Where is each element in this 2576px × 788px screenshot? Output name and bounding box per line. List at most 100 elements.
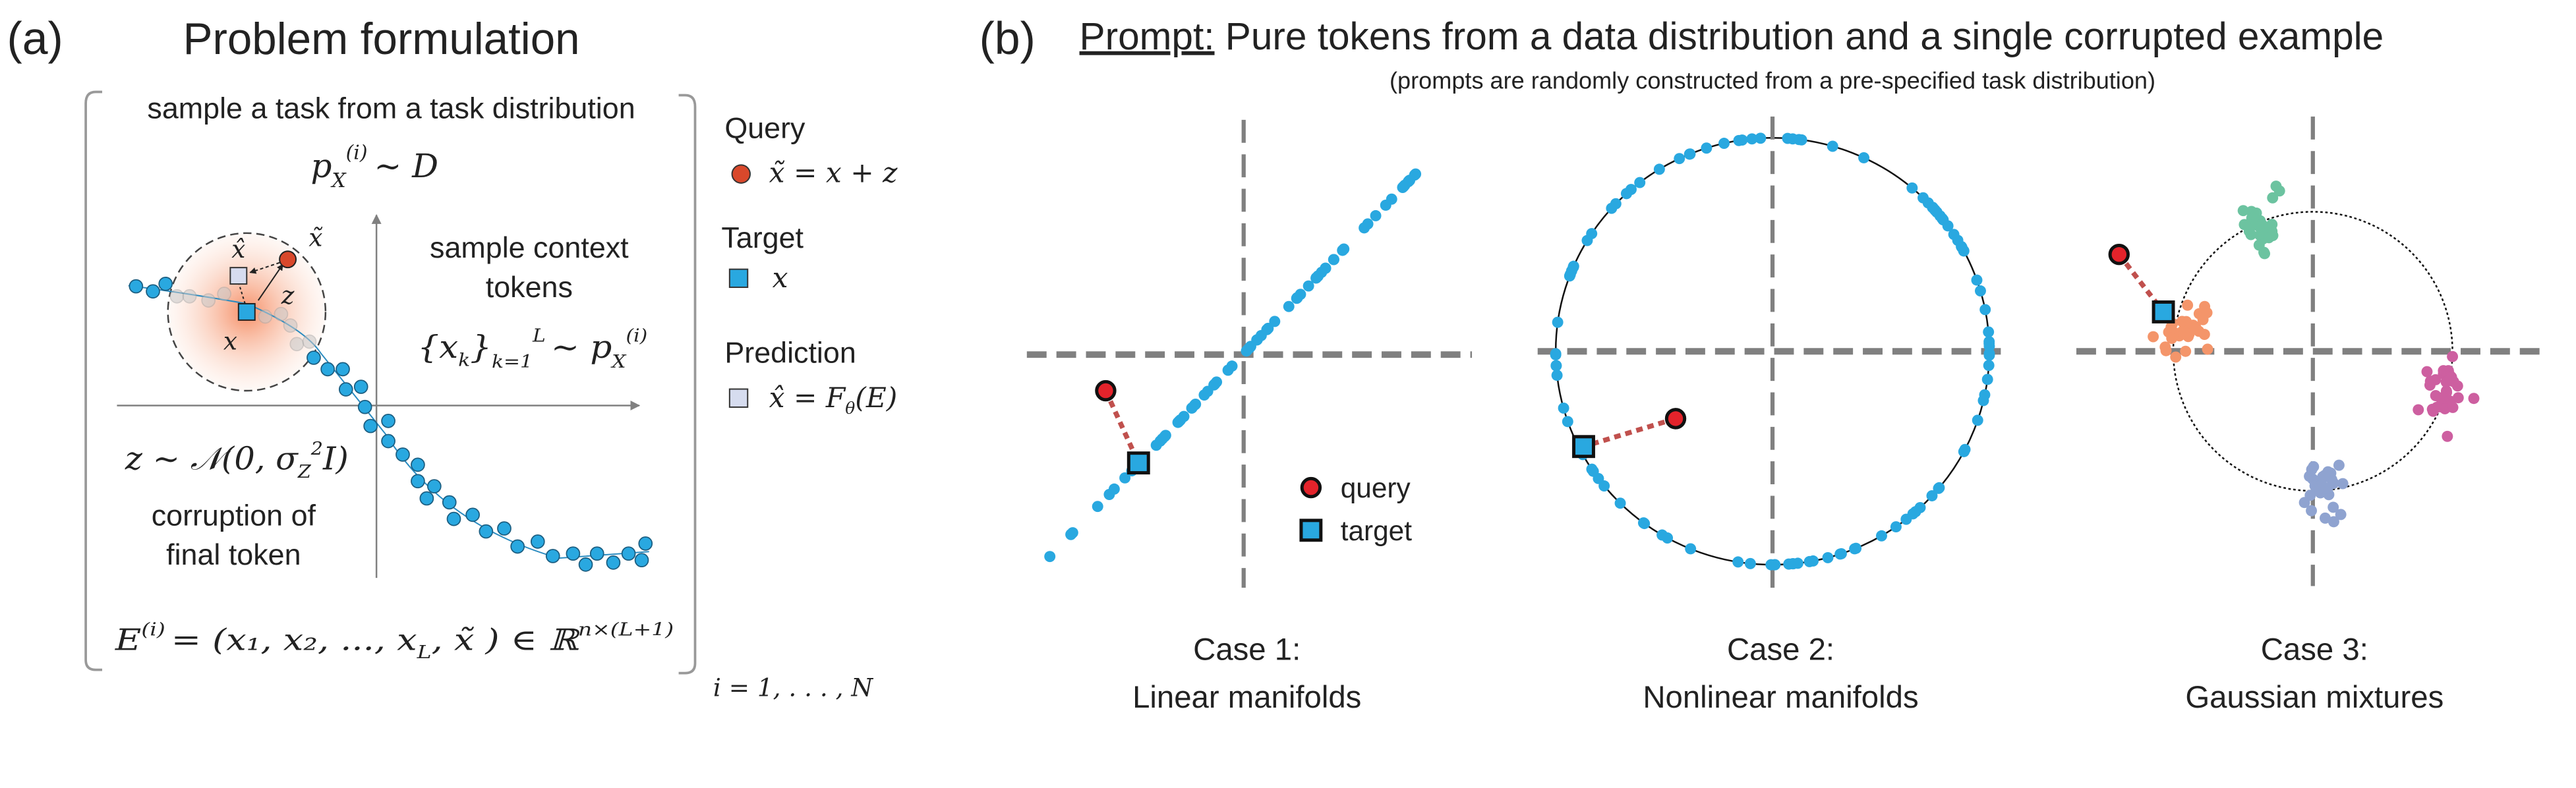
formula-sub: k <box>458 351 470 371</box>
token-dot <box>1370 210 1382 221</box>
formula-part: x̂ = F <box>769 381 846 414</box>
case-3-title: Case 3: <box>2261 633 2368 667</box>
cluster-dot <box>2245 229 2257 240</box>
token-dot <box>363 418 378 434</box>
token-dot <box>1744 557 1756 569</box>
cluster-dot <box>2333 459 2345 471</box>
formula-sup: (i) <box>626 325 647 346</box>
token-dot <box>357 399 372 414</box>
faded-token-dot <box>302 334 317 349</box>
prediction-label: x̂ <box>231 235 245 264</box>
token-dot <box>545 549 560 563</box>
token-dot <box>1222 364 1234 376</box>
target-point <box>1127 451 1150 475</box>
panel-b-title: Prompt: Pure tokens from a data distribu… <box>1080 15 2384 58</box>
formula-sub: Z <box>297 462 312 482</box>
cluster-dot <box>2193 325 2205 337</box>
token-dot <box>1701 142 1712 154</box>
cluster-dot <box>2176 316 2188 327</box>
legend-query-formula: x̃ = x + z <box>769 157 898 189</box>
legend-prediction-formula: x̂ = Fθ(E) <box>769 381 898 418</box>
token-dot <box>1787 133 1799 145</box>
legend-target-label: target <box>1341 515 1413 546</box>
token-dot <box>419 491 434 506</box>
token-dot <box>411 457 425 472</box>
token-dot <box>1684 148 1696 160</box>
legend-target-icon <box>728 268 749 289</box>
token-dot <box>426 479 442 493</box>
cluster-dot <box>2322 482 2333 494</box>
token-dot <box>1283 300 1295 312</box>
cluster-dot <box>2468 393 2480 405</box>
token-dot <box>1787 558 1799 570</box>
token-dot <box>381 414 395 428</box>
token-dot <box>1926 490 1938 501</box>
case-1-title: Case 1: <box>1193 633 1301 667</box>
token-dot <box>1154 436 1166 447</box>
token-dot <box>1614 497 1626 509</box>
token-dot <box>1551 370 1563 381</box>
cluster-dot <box>2442 430 2453 442</box>
token-dot <box>1320 262 1332 274</box>
case-1-subtitle: Linear manifolds <box>1132 680 1361 715</box>
token-dot <box>1312 270 1324 282</box>
faded-token-dot <box>201 293 216 308</box>
noise-label: z <box>281 281 295 310</box>
gaussian-mixture-tokens <box>2148 181 2480 528</box>
cluster-dot <box>2182 331 2194 343</box>
faded-token-dot <box>258 309 273 324</box>
token-dot <box>338 382 353 397</box>
query-target-link <box>1583 416 1677 449</box>
token-dot <box>446 511 461 526</box>
token-dot <box>634 553 649 567</box>
panel-a-label: (a) <box>7 13 63 64</box>
cluster-dot <box>2253 239 2265 251</box>
token-dot <box>1827 140 1838 152</box>
cluster-dot <box>2327 501 2339 513</box>
formula-part: p <box>310 147 332 185</box>
faded-token-dot <box>274 306 289 322</box>
token-dot <box>1975 285 1986 296</box>
formula-sub: L <box>416 642 431 663</box>
token-dot <box>1983 349 1995 361</box>
context-tokens <box>129 276 653 572</box>
cluster-dot <box>2237 205 2249 217</box>
token-dot <box>411 474 425 489</box>
formula-part: E <box>115 623 142 658</box>
formula-sup: L <box>532 325 546 346</box>
prompt-prefix: Prompt: <box>1080 15 1215 58</box>
task-sampling-text: sample a task from a task distribution <box>147 91 635 125</box>
token-dot <box>307 351 321 365</box>
corruption-text-line2: final token <box>166 538 301 571</box>
token-dot <box>1550 360 1562 372</box>
panel-a: (a) Problem formulation sample a task fr… <box>7 13 898 702</box>
token-dot <box>1983 326 1995 338</box>
token-dot <box>1718 138 1730 149</box>
legend-a: Query x̃ = x + z Target x Prediction x̂ … <box>721 111 898 418</box>
case-3-subtitle: Gaussian mixtures <box>2185 680 2444 715</box>
token-dot <box>1044 551 1056 563</box>
legend-target-icon <box>1299 519 1323 542</box>
cluster-dot <box>2239 219 2250 231</box>
token-dot <box>1796 134 1807 146</box>
token-dot <box>1931 206 1943 218</box>
token-dot <box>1910 506 1921 518</box>
token-dot <box>1653 163 1665 175</box>
token-dot <box>442 495 457 510</box>
index-range: i = 1, . . . , N <box>713 673 874 702</box>
token-dot <box>1746 133 1758 145</box>
formula-part: ∼ D <box>374 147 438 185</box>
token-dot <box>1971 274 1983 286</box>
token-dot <box>1977 395 1989 407</box>
token-dot <box>1972 414 1983 426</box>
cluster-dot <box>2435 392 2447 404</box>
case-1-plot: query target Case 1: Linear manifolds <box>1026 119 1473 715</box>
formula-part: } <box>470 329 492 366</box>
cluster-dot <box>2319 470 2331 482</box>
cluster-dot <box>2180 345 2192 357</box>
token-dot <box>1338 243 1350 255</box>
token-dot <box>395 447 410 462</box>
token-dot <box>638 536 653 551</box>
